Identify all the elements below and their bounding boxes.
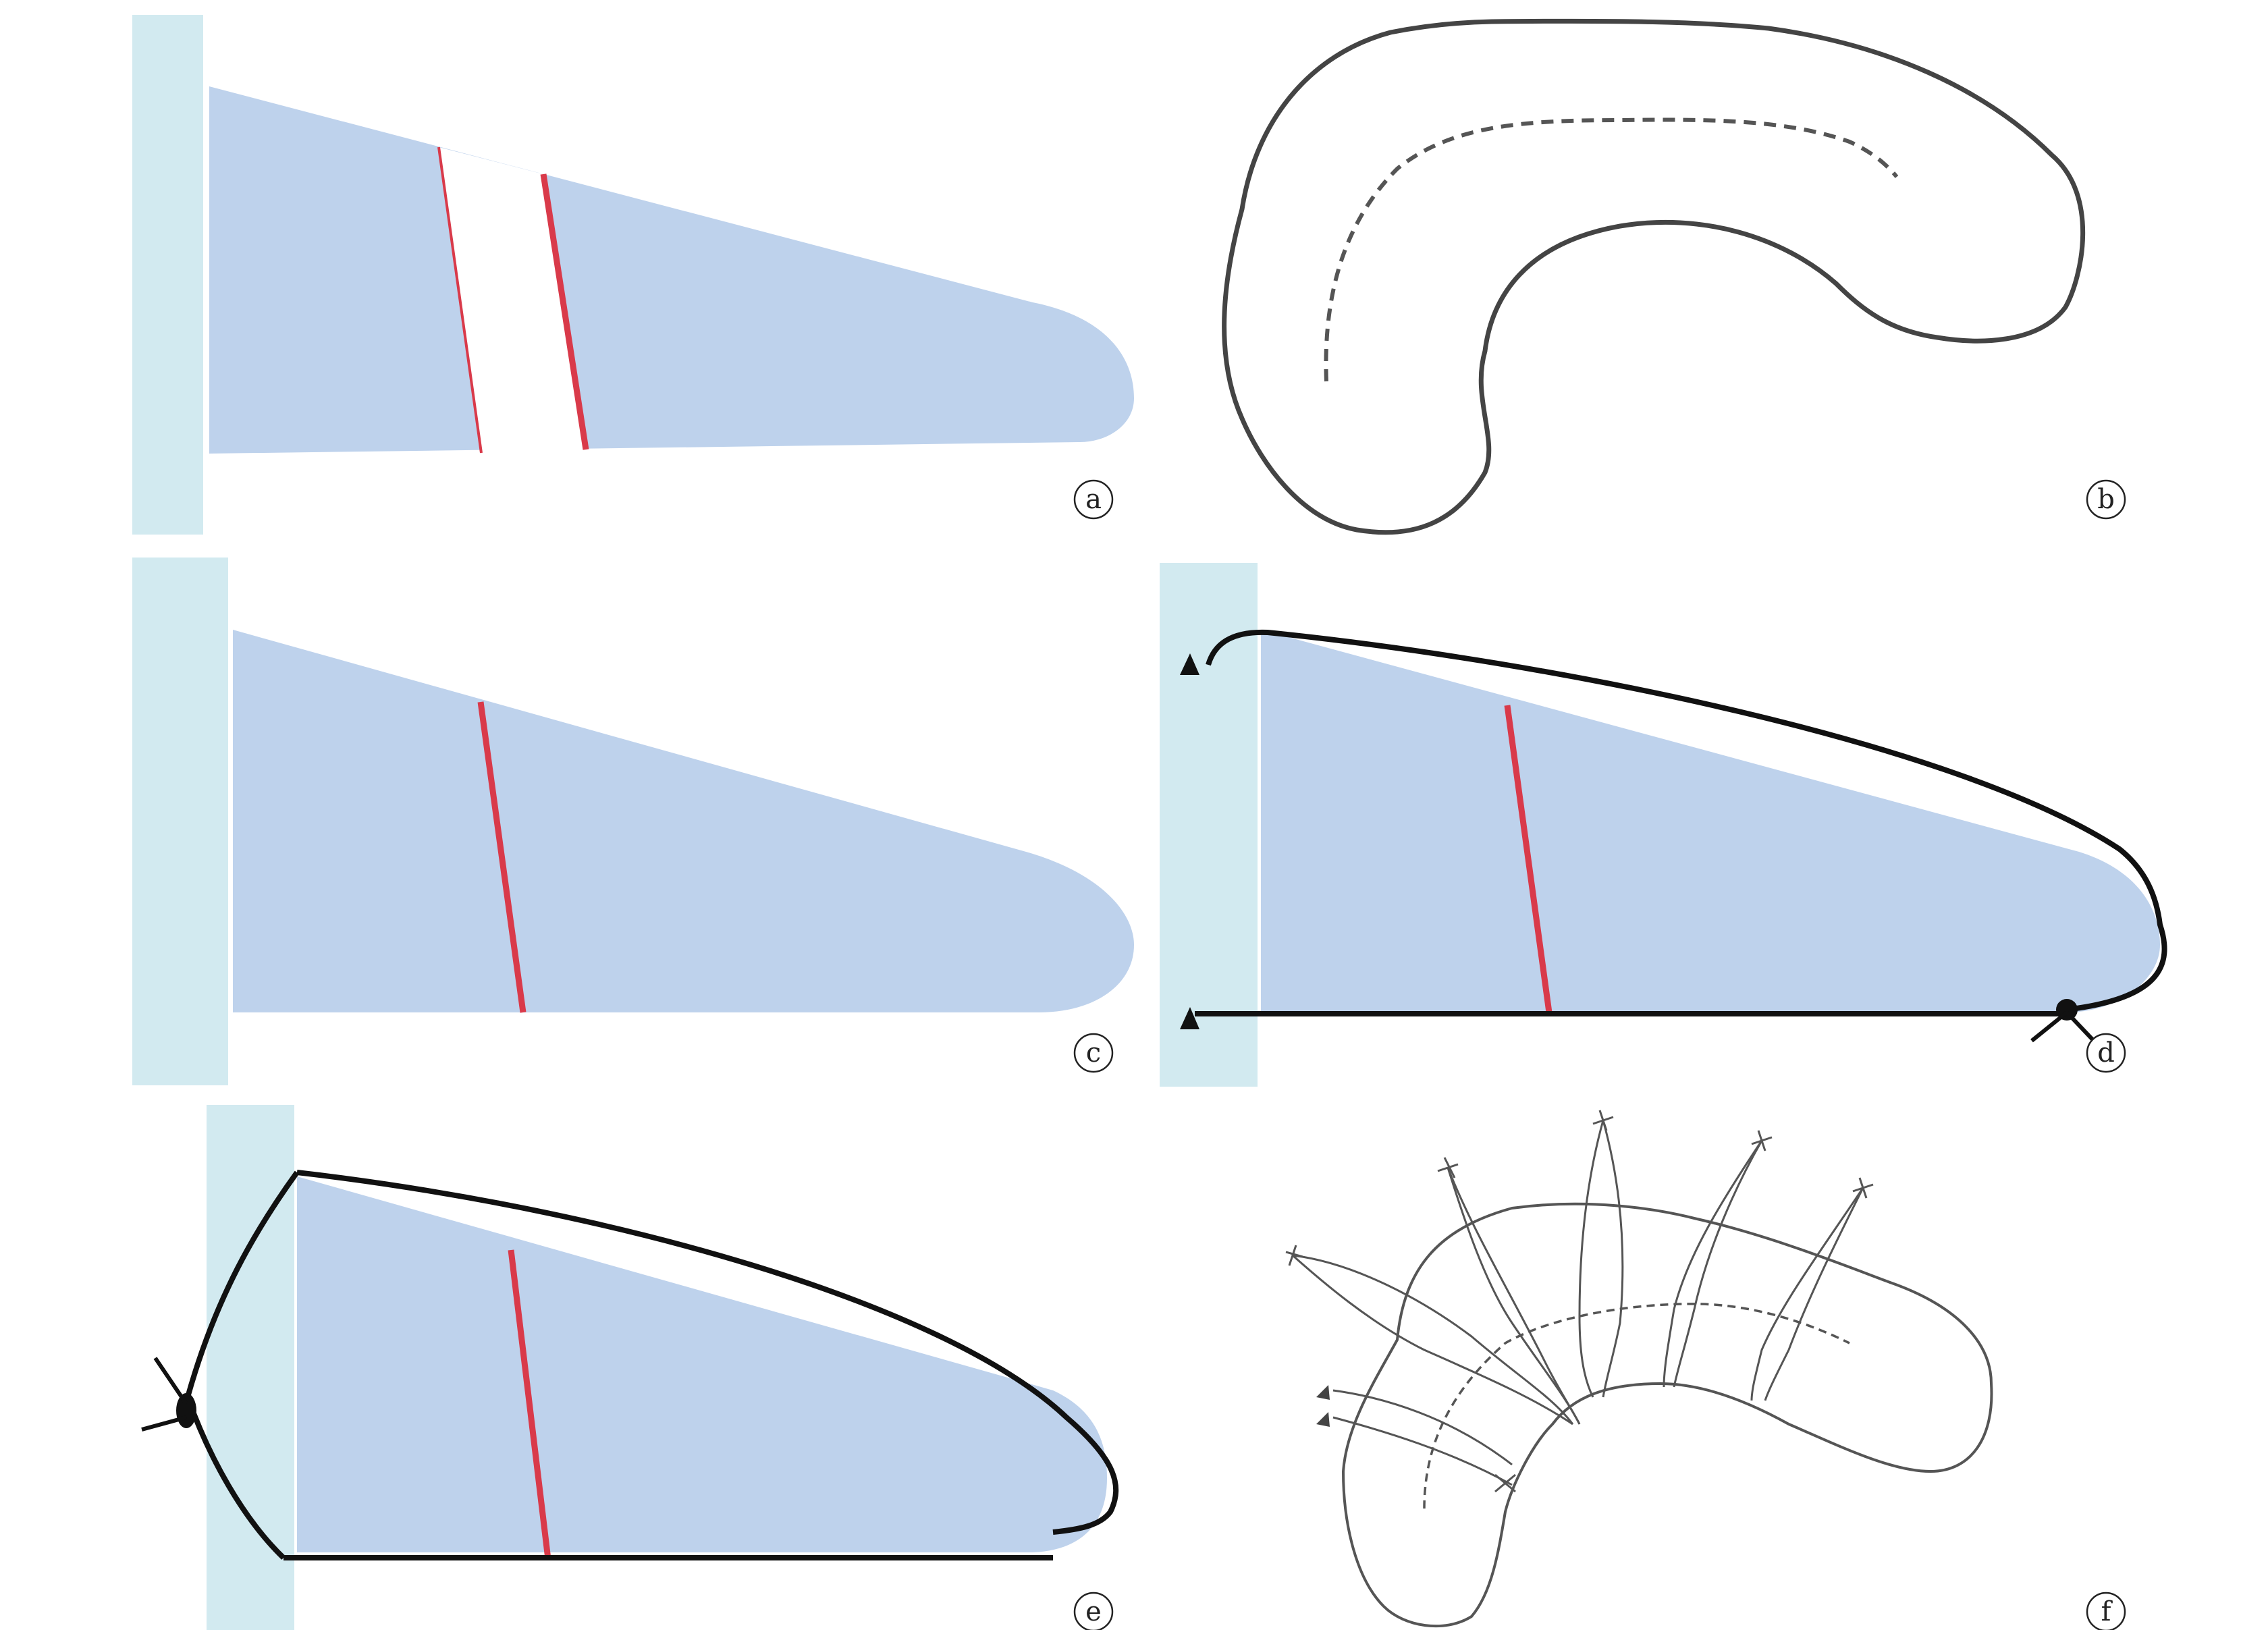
flap-shape [1261, 630, 2160, 1012]
panel-b: b [1222, 18, 2126, 535]
flap-shape [209, 86, 1134, 454]
panel-c: c [132, 558, 1134, 1085]
panel-label-text: e [1085, 1596, 1102, 1627]
flap-shape [233, 630, 1134, 1012]
cut-line [477, 701, 526, 1013]
triangle-marker [1180, 1007, 1199, 1029]
base-strip [132, 558, 228, 1085]
panel-label-text: a [1085, 484, 1102, 515]
suture-line [184, 1170, 300, 1560]
axis-dashed-line [1423, 1303, 1850, 1509]
panel-label-text: c [1086, 1037, 1101, 1068]
flap-outline [1341, 1202, 1993, 1628]
cut-line [540, 173, 589, 450]
panel-label-f: f [2086, 1592, 2126, 1630]
base-strip [132, 15, 203, 535]
panel-e: e [141, 1105, 1119, 1630]
axis-dashed-line [1324, 117, 1899, 382]
suture-knot [2030, 999, 2095, 1043]
panel-f: f [1285, 1110, 2126, 1630]
panel-label-d: d [2086, 1033, 2126, 1073]
panel-label-text: b [2097, 484, 2115, 515]
cut-line [508, 1249, 551, 1560]
panel-label-text: d [2097, 1037, 2115, 1068]
cut-line [1504, 705, 1552, 1013]
panel-label-b: b [2086, 479, 2126, 520]
base-strip [207, 1105, 294, 1630]
panel-label-e: e [1073, 1592, 1114, 1630]
panel-label-text: f [2101, 1596, 2113, 1627]
panel-d: d [1160, 563, 2167, 1087]
suture-knot [141, 1357, 196, 1432]
triangle-marker [1316, 1385, 1330, 1400]
cut-line [437, 146, 483, 454]
panel-label-c: c [1073, 1033, 1114, 1073]
triangle-marker [1316, 1412, 1330, 1427]
triangle-marker [1180, 653, 1199, 675]
flap-shape [297, 1176, 1107, 1552]
suture-knot [1285, 1110, 1874, 1493]
panel-label-a: a [1073, 479, 1114, 520]
base-strip [1160, 563, 1258, 1087]
suture-line [1206, 629, 2167, 1012]
suture-loops [1292, 1120, 1864, 1486]
panel-a: a [132, 15, 1134, 535]
flap-outline [1222, 18, 2086, 535]
suture-line [296, 1170, 1119, 1535]
